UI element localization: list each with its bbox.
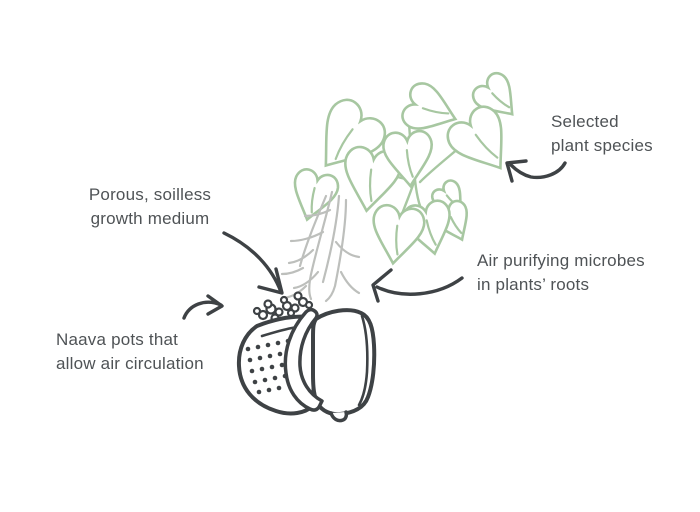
arrow-pot-icon (182, 294, 224, 320)
naava-pot-icon (236, 291, 377, 423)
plant-leaves-icon (284, 68, 528, 269)
plant-roots-icon (280, 190, 361, 303)
growth-medium-pebbles-icon (252, 291, 314, 323)
arrow-growth-medium-icon (222, 231, 284, 295)
annotation-arrows (182, 159, 567, 320)
label-naava-pots: Naava pots that allow air circulation (56, 330, 204, 373)
label-growth-medium: Porous, soilless growth medium (88, 185, 212, 228)
label-plant-species: Selected plant species (551, 112, 653, 155)
arrow-plant-species-icon (505, 159, 567, 183)
label-microbes: Air purifying microbes in plants’ roots (477, 251, 645, 294)
arrow-microbes-icon (371, 268, 464, 303)
